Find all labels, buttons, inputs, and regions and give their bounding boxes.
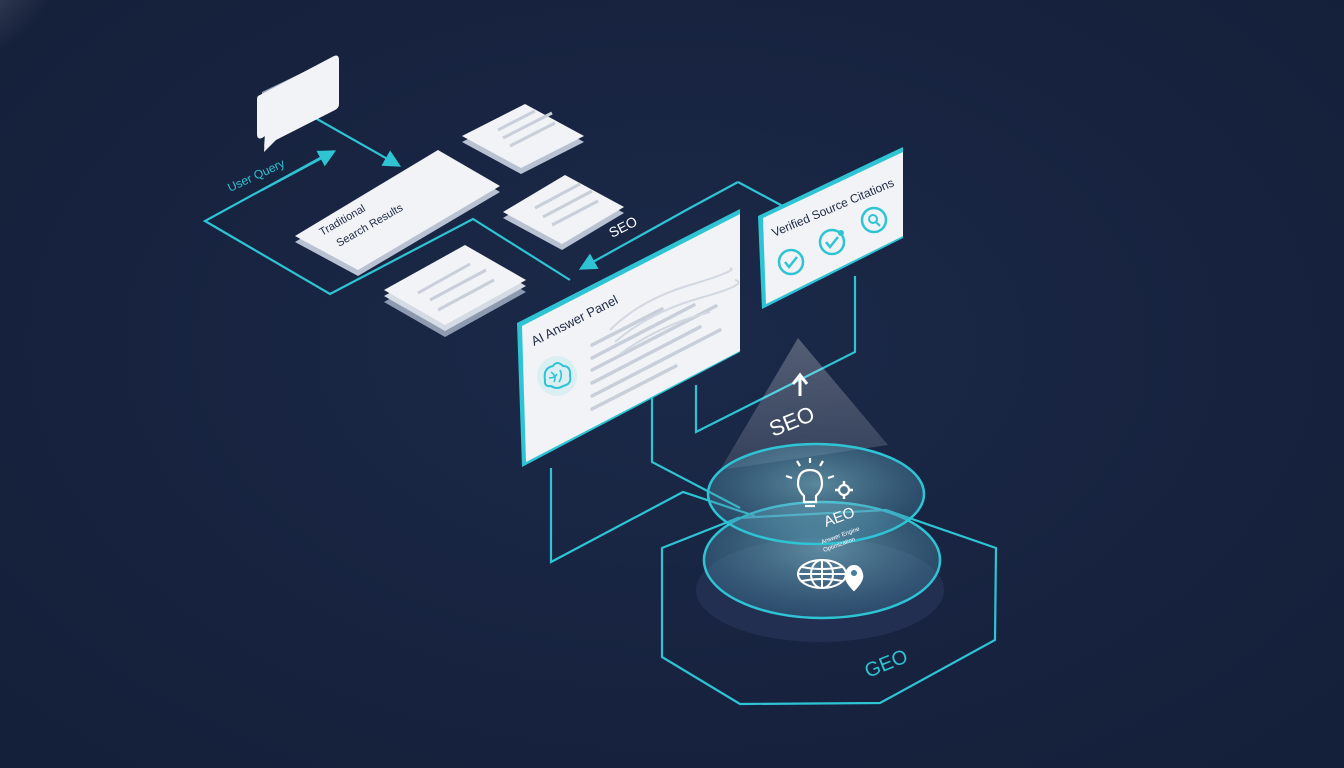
magnifier-icon [860,206,888,234]
lightbulb-gear-icon [785,458,853,508]
ai-panel-text-lines [590,303,722,411]
globe-location-icon [797,559,864,592]
bubble-to-results-arrow [309,114,402,167]
seo-arrow [578,181,739,270]
result-card-top [462,104,584,174]
geo-octagon [660,508,998,706]
checkmark-icon-2 [818,228,846,256]
brain-icon [537,356,577,396]
ai-panel-flow-lines [609,267,740,355]
citations-card: Verified Source Citations [758,147,903,309]
geo-label: GEO [862,646,911,683]
arrow-up-icon [791,372,809,396]
corner-glow [0,0,70,70]
connector-lines [202,114,857,564]
traditional-results-card: Traditional Search Results [295,150,500,276]
user-query-label: User Query [225,156,287,195]
result-card-middle [503,175,624,250]
seo-cone [720,338,888,470]
ai-answer-panel: AI Answer Panel [517,209,740,467]
checkmark-icon [777,248,805,276]
upper-disc [706,442,926,546]
speech-bubble-icon [257,55,339,152]
traditional-results-group: Traditional Search Results [295,104,624,337]
result-card-bottom-stack [384,245,526,337]
query-loop-line [202,150,571,296]
user-query-arrow [261,150,337,191]
